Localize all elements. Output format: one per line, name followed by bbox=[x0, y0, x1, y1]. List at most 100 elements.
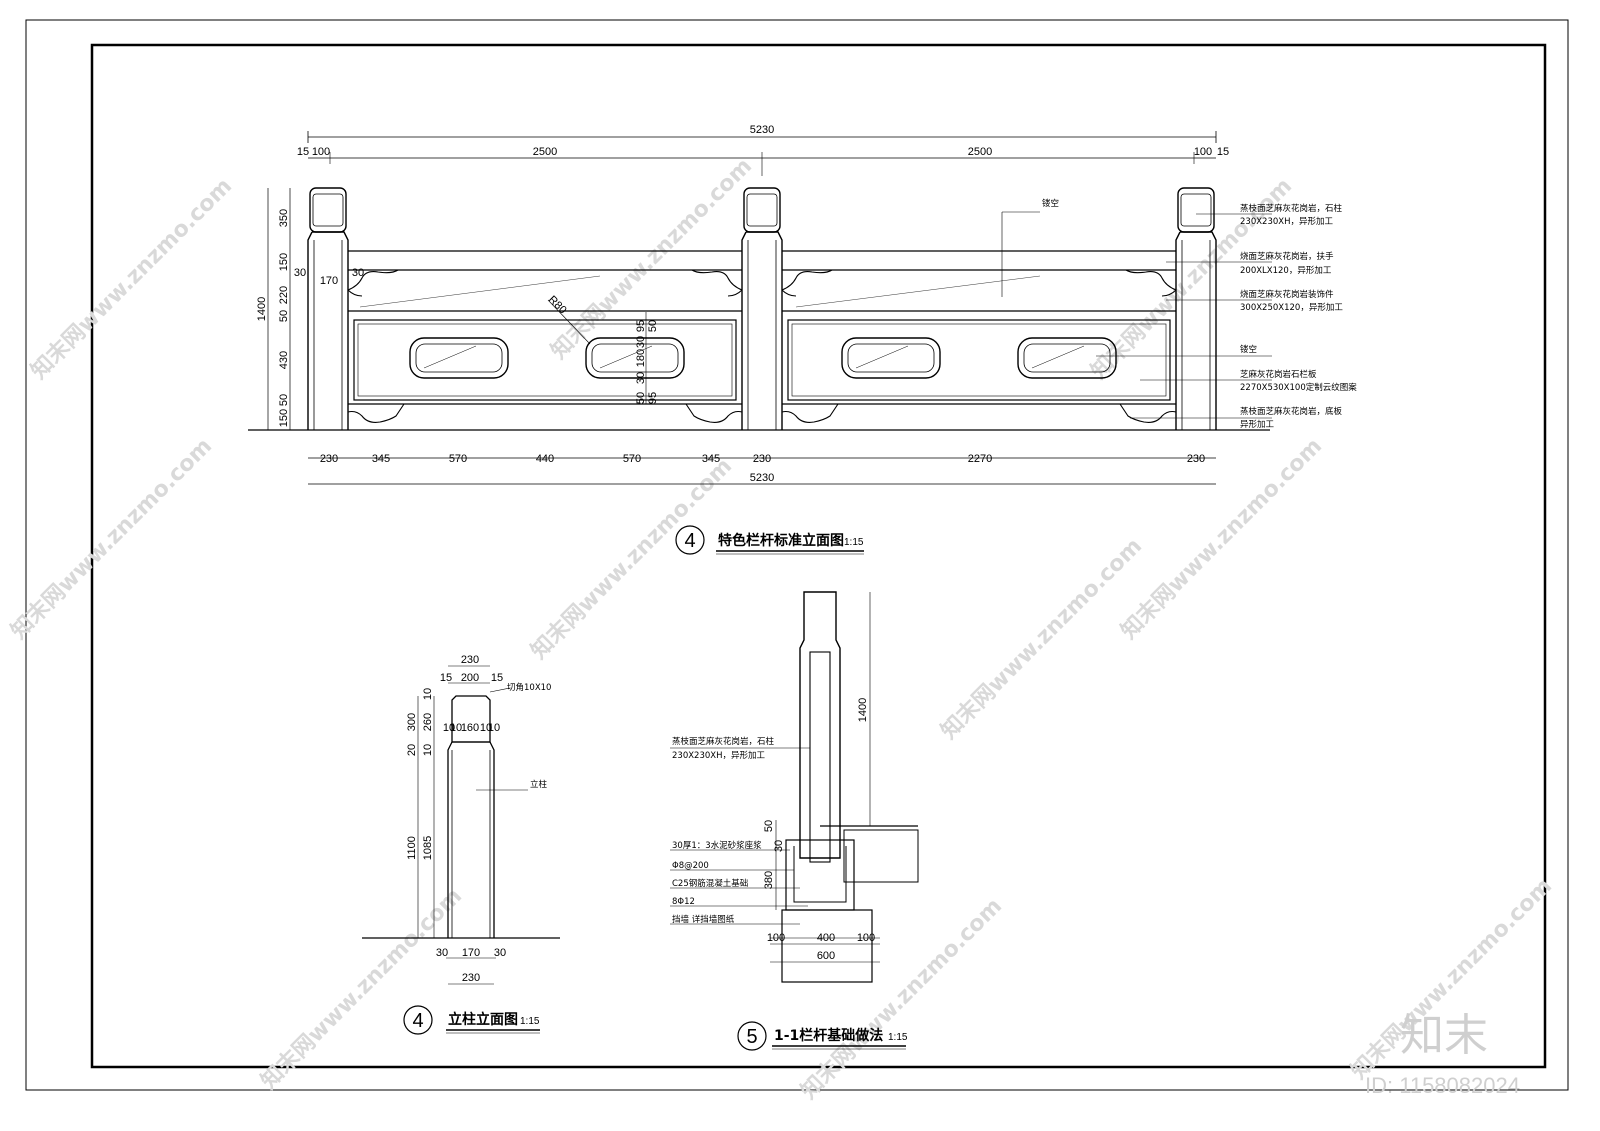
section-note-2: Φ8@200 bbox=[672, 861, 709, 871]
top-dim-3: 2500 bbox=[968, 146, 992, 158]
panel-vdim-2: 30 bbox=[635, 336, 647, 348]
panel-vdim-4: 30 bbox=[635, 372, 647, 384]
elevation-title-circle bbox=[675, 525, 705, 555]
post-top-dim-0: 230 bbox=[461, 654, 479, 666]
section-note-3: C25钢筋混凝土基础 bbox=[672, 878, 748, 889]
post-mid-dim-1: 10 bbox=[450, 722, 462, 734]
post-left-dim-2: 10 bbox=[422, 688, 434, 700]
post-left-dim-5: 1100 bbox=[406, 836, 418, 860]
section-side-dim-1: 30 bbox=[773, 840, 785, 852]
bottom-dim-6: 230 bbox=[753, 453, 771, 465]
handrails bbox=[348, 250, 1176, 405]
elevation-title: 特色栏杆标准立面图 bbox=[718, 532, 844, 549]
post-number: 4 bbox=[412, 1010, 423, 1032]
watermark-text-6: 知末网www.znzmo.com bbox=[1116, 433, 1327, 644]
post-mid-dim-0: 10 bbox=[443, 722, 455, 734]
railing-elevation: 5230 15 100 2500 2500 100 15 bbox=[248, 124, 1357, 555]
panel-vdim-1: 50 bbox=[647, 320, 659, 332]
top-dim-5: 15 bbox=[1217, 146, 1229, 158]
outer-frame bbox=[25, 19, 1569, 1091]
top-total-dim: 5230 bbox=[750, 124, 774, 136]
post-top-dim-1: 15 bbox=[440, 672, 452, 684]
post-title-circle bbox=[403, 1005, 433, 1035]
brand-logo-text: 知末 bbox=[1400, 1010, 1488, 1061]
elev-note-1-line1: 蒸枝面芝麻灰花岗岩，石柱 bbox=[1240, 203, 1343, 214]
left-dim-2: 220 bbox=[278, 286, 290, 304]
top-dim-2: 2500 bbox=[533, 146, 557, 158]
bottom-dim-1: 345 bbox=[372, 453, 390, 465]
bottom-dim-2: 570 bbox=[449, 453, 467, 465]
section-note-5: 挡墙 详挡墙图纸 bbox=[672, 914, 735, 925]
section-note-0-line2: 230X230XH，异形加工 bbox=[672, 750, 765, 761]
post-left-dim-0: 300 bbox=[406, 713, 418, 731]
post-right bbox=[1175, 187, 1217, 430]
watermark-text-1: 知末网www.znzmo.com bbox=[26, 173, 237, 384]
left-dim-1: 150 bbox=[278, 253, 290, 271]
section-bottom-dim-2: 100 bbox=[857, 932, 875, 944]
elevation-scale: 1:15 bbox=[844, 537, 864, 548]
watermark-text-8: 知末网www.znzmo.com bbox=[936, 533, 1147, 744]
elev-note-3-line2: 300X250X120，异形加工 bbox=[1240, 302, 1343, 313]
radius-label: R80 bbox=[546, 294, 569, 317]
section-bottom-dim-0: 100 bbox=[767, 932, 785, 944]
post-mid-dim: 160 bbox=[461, 722, 479, 734]
watermark-text-4: 知末网www.znzmo.com bbox=[6, 433, 217, 644]
inner-dim-0: 30 bbox=[294, 267, 306, 279]
bottom-dim-3: 440 bbox=[536, 453, 554, 465]
panel-vdim-0: 95 bbox=[635, 320, 647, 332]
post-top-dim-3: 15 bbox=[491, 672, 503, 684]
section-bottom-total: 600 bbox=[817, 950, 835, 962]
elev-note-1-line2: 230X230XH，异形加工 bbox=[1240, 216, 1333, 227]
section-side-dim-0: 50 bbox=[763, 820, 775, 832]
post-scale: 1:15 bbox=[520, 1016, 540, 1027]
section-note-1: 30厚1：3水泥砂浆座浆 bbox=[672, 840, 762, 851]
elev-note-4-line1: 镂空 bbox=[1240, 344, 1257, 355]
post-mid-dim-3: 10 bbox=[480, 722, 492, 734]
post-chamfer-note: 切角10X10 bbox=[507, 682, 551, 693]
top-dim-0: 15 bbox=[297, 146, 309, 158]
post-middle bbox=[741, 187, 783, 430]
bottom-dim-0: 230 bbox=[320, 453, 338, 465]
post-left-dim-1: 260 bbox=[422, 713, 434, 731]
post-mid-dim-4: 10 bbox=[488, 722, 500, 734]
bottom-total-dim: 5230 bbox=[750, 472, 774, 484]
top-dim-1: 100 bbox=[312, 146, 330, 158]
watermark-text-5: 知末网www.znzmo.com bbox=[526, 453, 737, 664]
panel-vdim-6: 95 bbox=[647, 392, 659, 404]
left-dim-5: 50 bbox=[278, 394, 290, 406]
post-left-dim-3: 20 bbox=[406, 744, 418, 756]
elev-note-2-line1: 烧面芝麻灰花岗岩，扶手 bbox=[1240, 251, 1334, 262]
inner-dim-1: 170 bbox=[320, 275, 338, 287]
top-dim-4: 100 bbox=[1194, 146, 1212, 158]
elevation-number: 4 bbox=[684, 530, 695, 552]
bottom-dim-7: 2270 bbox=[968, 453, 992, 465]
post-left bbox=[307, 187, 349, 430]
section-bottom-dim-1: 400 bbox=[817, 932, 835, 944]
section-side-dim-2: 380 bbox=[763, 871, 775, 889]
elev-note-0-line1: 镂空 bbox=[1042, 198, 1059, 209]
section-number: 5 bbox=[746, 1026, 757, 1048]
post-bottom-total: 230 bbox=[462, 972, 480, 984]
post-left-dim-6: 1085 bbox=[422, 836, 434, 860]
elev-note-5-line2: 2270X530X100定制云纹图案 bbox=[1240, 382, 1357, 393]
watermark-text-7: 知末网www.znzmo.com bbox=[256, 883, 467, 1094]
panel-right bbox=[787, 319, 1171, 401]
inner-dim-2: 30 bbox=[352, 267, 364, 279]
panel-vdim-5: 50 bbox=[635, 392, 647, 404]
panel-vdim-3: 180 bbox=[635, 349, 647, 367]
elev-note-2-line2: 200XLX120，异形加工 bbox=[1240, 265, 1332, 276]
left-dim-4: 430 bbox=[278, 351, 290, 369]
post-left-dim-4: 10 bbox=[422, 744, 434, 756]
post-label: 立柱 bbox=[530, 779, 548, 790]
post-elevation: 230 15 200 15 切角10X10 立柱 160 10 10 10 10… bbox=[362, 654, 560, 1035]
post-bottom-dim-0: 30 bbox=[436, 947, 448, 959]
post-bottom-dim-1: 170 bbox=[462, 947, 480, 959]
section-title: 1-1栏杆基础做法 bbox=[774, 1027, 883, 1044]
left-dim-0: 350 bbox=[278, 209, 290, 227]
section-scale: 1:15 bbox=[888, 1032, 908, 1043]
section-height-dim: 1400 bbox=[857, 698, 869, 722]
left-dim-3: 50 bbox=[278, 310, 290, 322]
elev-note-5-line1: 芝麻灰花岗岩石栏板 bbox=[1240, 369, 1317, 380]
bottom-dim-8: 230 bbox=[1187, 453, 1205, 465]
left-dim-6: 150 bbox=[278, 409, 290, 427]
